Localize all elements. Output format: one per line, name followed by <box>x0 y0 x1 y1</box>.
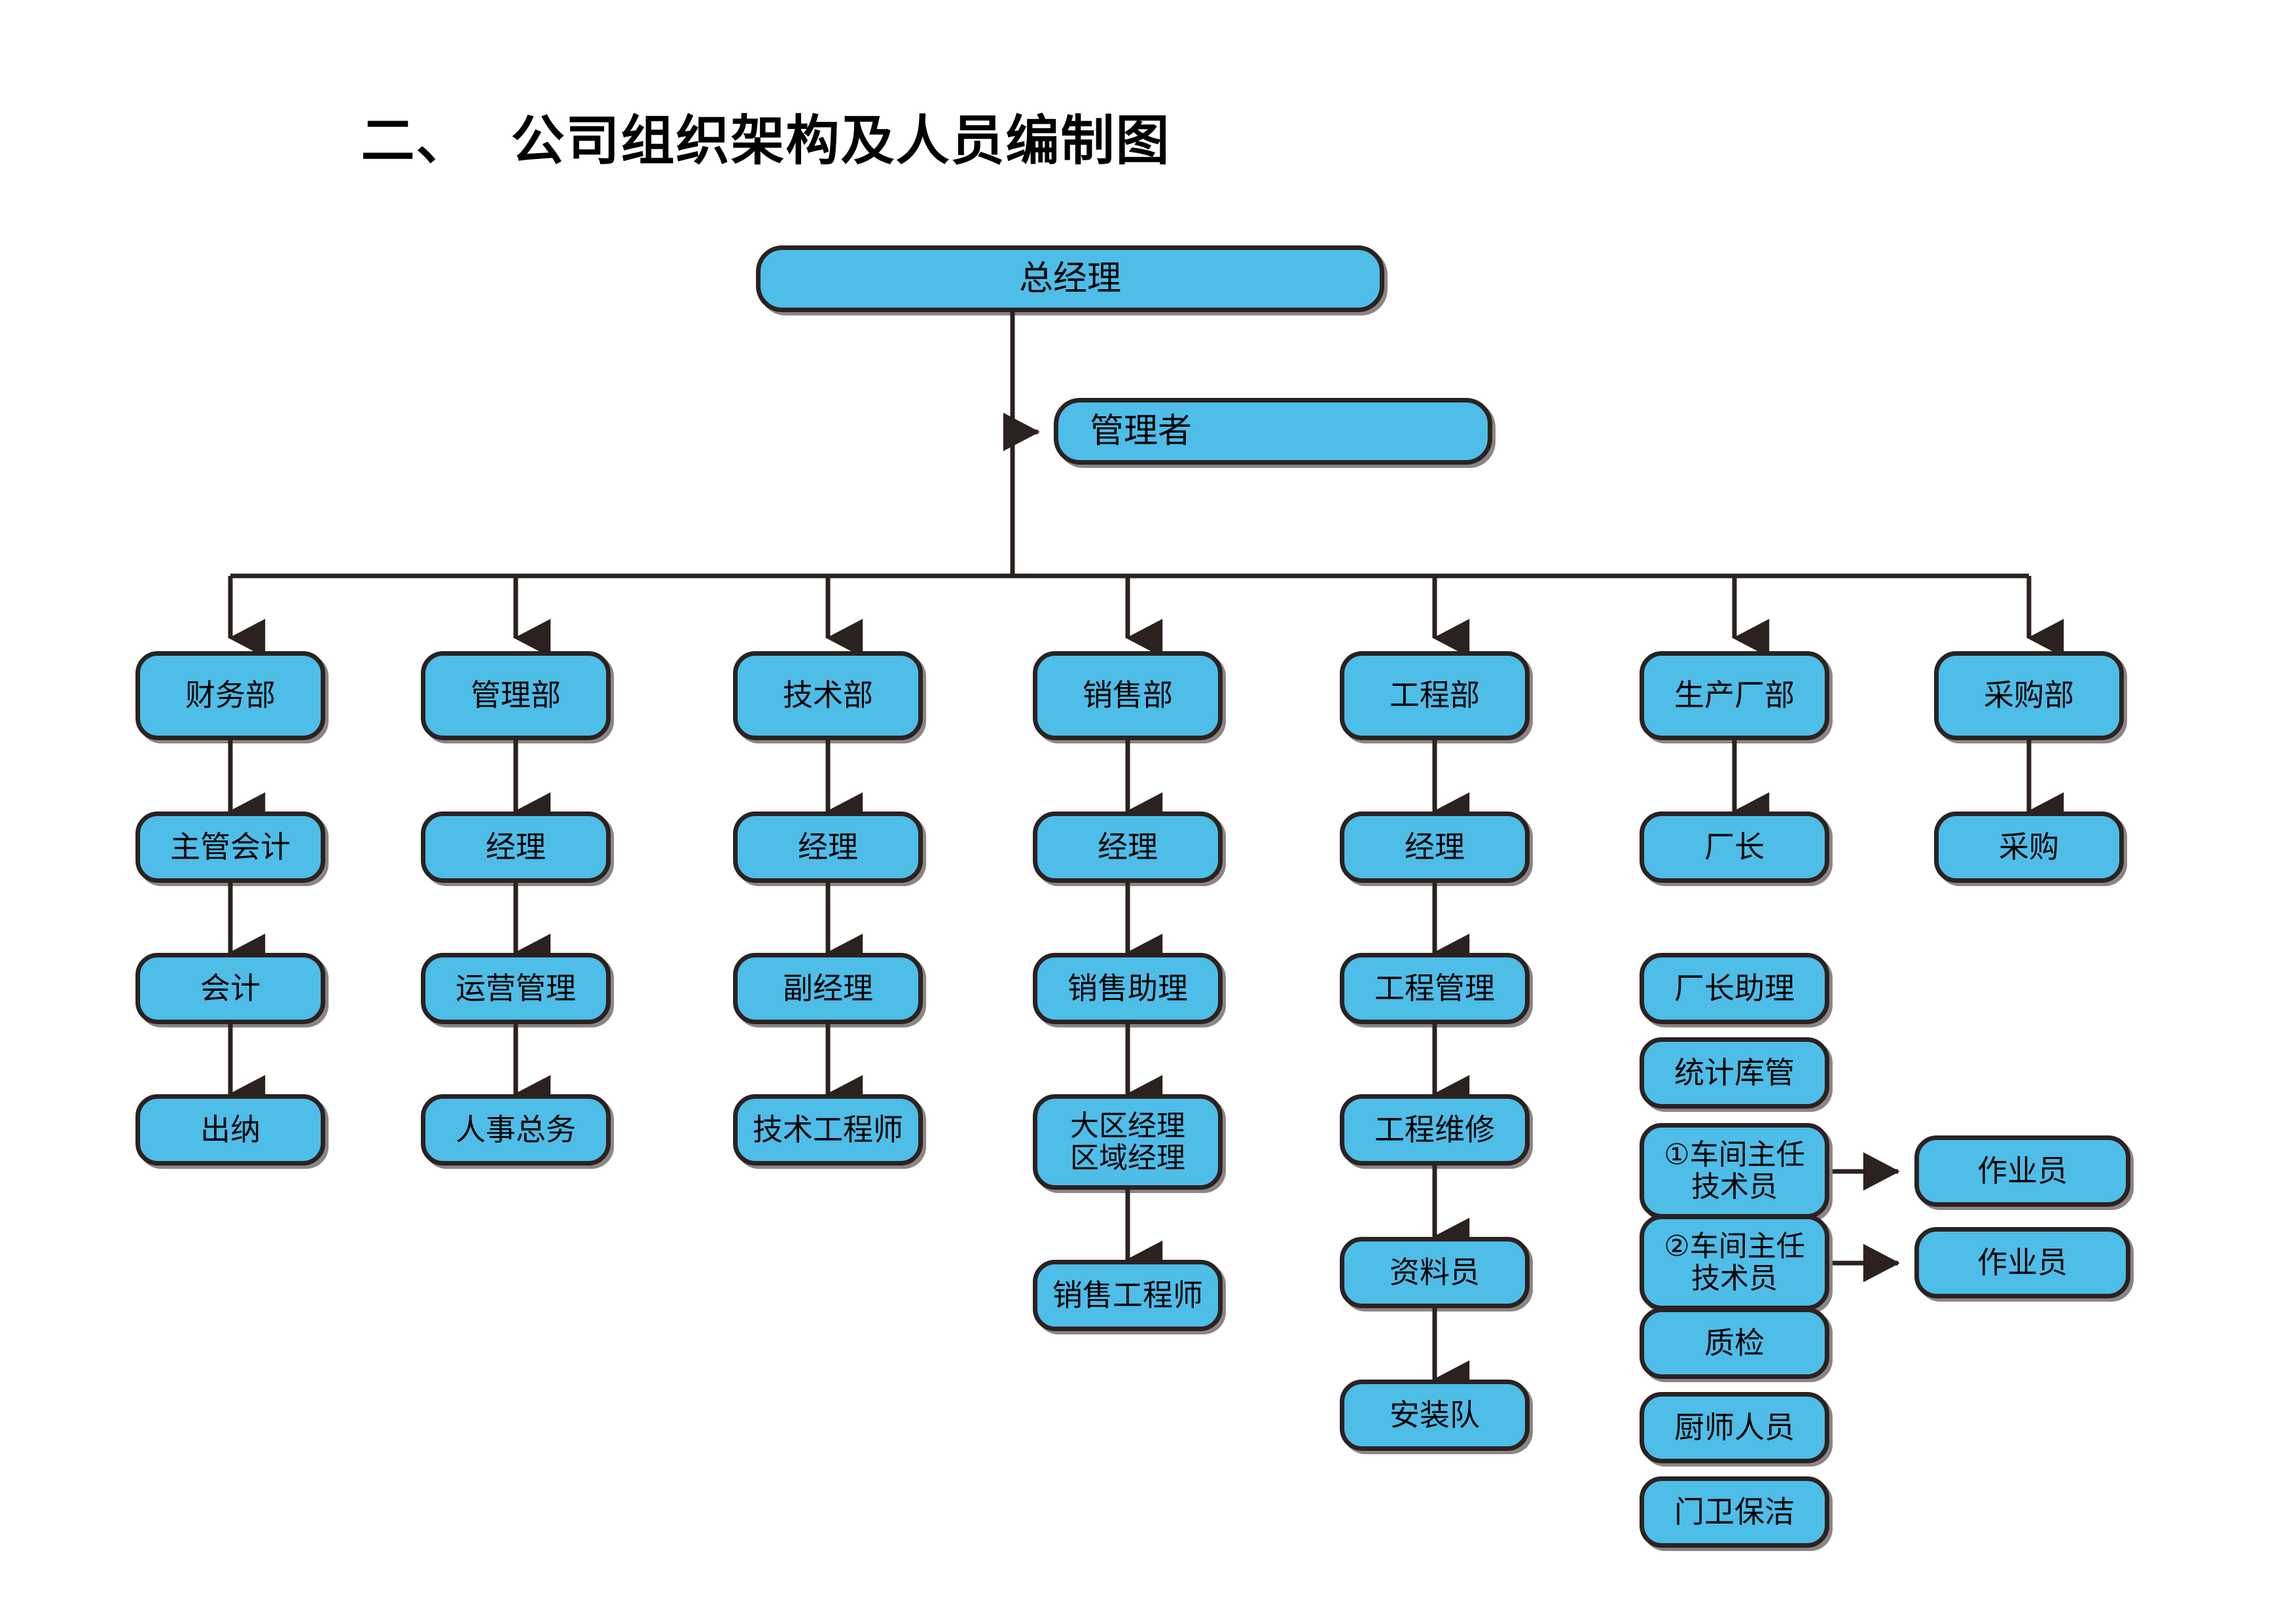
node-label: 工程维修 <box>1374 1111 1495 1147</box>
node-sales-manager[interactable]: 经理 <box>1033 812 1223 883</box>
node-label: 销售工程师 <box>1052 1277 1203 1313</box>
node-department-finance[interactable]: 财务部 <box>135 651 325 740</box>
node-label: 安装队 <box>1390 1397 1480 1433</box>
node-production-kitchen-staff[interactable]: 厨师人员 <box>1640 1392 1829 1463</box>
node-label: 经理 <box>1405 829 1465 865</box>
node-label: 出纳 <box>200 1111 260 1147</box>
node-finance-chief-accountant[interactable]: 主管会计 <box>135 812 325 883</box>
node-label: 采购部 <box>1984 677 2074 713</box>
node-department-sales[interactable]: 销售部 <box>1033 651 1223 740</box>
node-engineering-document-clerk[interactable]: 资料员 <box>1340 1237 1530 1308</box>
node-label: ①车间主任 技术员 <box>1664 1137 1805 1204</box>
node-department-purchasing[interactable]: 采购部 <box>1934 651 2124 740</box>
node-production-security-cleaning[interactable]: 门卫保洁 <box>1640 1476 1829 1548</box>
node-label: 财务部 <box>185 677 276 713</box>
node-production-plant-director[interactable]: 厂长 <box>1640 812 1829 883</box>
node-production-statistics-warehouse[interactable]: 统计库管 <box>1640 1037 1829 1109</box>
node-label: 工程管理 <box>1374 970 1495 1006</box>
node-operator-2[interactable]: 作业员 <box>1914 1227 2130 1298</box>
node-label: 作业员 <box>1977 1244 2068 1280</box>
node-sales-assistant[interactable]: 销售助理 <box>1033 953 1223 1024</box>
node-label: 厂长助理 <box>1674 970 1795 1006</box>
node-management-manager[interactable]: 经理 <box>421 812 611 883</box>
node-label: 作业员 <box>1977 1152 2068 1188</box>
node-engineering-manager[interactable]: 经理 <box>1340 812 1530 883</box>
node-label: 大区经理 区域经理 <box>1070 1109 1185 1175</box>
node-label: 资料员 <box>1390 1254 1480 1290</box>
node-label: 销售助理 <box>1067 970 1188 1006</box>
node-operator-1[interactable]: 作业员 <box>1914 1135 2130 1207</box>
node-engineering-project-management[interactable]: 工程管理 <box>1340 953 1530 1024</box>
node-technical-deputy-manager[interactable]: 副经理 <box>733 953 923 1024</box>
node-sales-engineer[interactable]: 销售工程师 <box>1033 1260 1223 1331</box>
node-technical-engineer[interactable]: 技术工程师 <box>733 1094 923 1166</box>
node-production-workshop-director-2[interactable]: ②车间主任 技术员 <box>1640 1215 1829 1310</box>
node-technical-manager[interactable]: 经理 <box>733 812 923 883</box>
node-label: 副经理 <box>783 970 873 1006</box>
node-label: 厨师人员 <box>1674 1409 1795 1445</box>
node-label: 管理者 <box>1090 411 1193 451</box>
node-label: 门卫保洁 <box>1674 1493 1795 1529</box>
node-finance-accountant[interactable]: 会计 <box>135 953 325 1024</box>
node-department-technical[interactable]: 技术部 <box>733 651 923 740</box>
node-label: 销售部 <box>1083 677 1173 713</box>
node-label: 经理 <box>798 829 858 865</box>
node-finance-cashier[interactable]: 出纳 <box>135 1094 325 1166</box>
node-label: 主管会计 <box>170 829 291 865</box>
node-department-management[interactable]: 管理部 <box>421 651 611 740</box>
node-label: 经理 <box>486 829 546 865</box>
node-label: 质检 <box>1704 1325 1765 1361</box>
node-department-engineering[interactable]: 工程部 <box>1340 651 1530 740</box>
node-sales-regional-manager[interactable]: 大区经理 区域经理 <box>1033 1094 1223 1190</box>
node-label: 统计库管 <box>1674 1054 1795 1090</box>
node-label: 管理部 <box>471 677 561 713</box>
node-production-workshop-director-1[interactable]: ①车间主任 技术员 <box>1640 1123 1829 1219</box>
node-general-manager[interactable]: 总经理 <box>756 245 1384 312</box>
node-label: 采购 <box>1999 829 2059 865</box>
node-label: 总经理 <box>1018 259 1121 298</box>
node-label: 工程部 <box>1390 677 1480 713</box>
node-purchasing-buyer[interactable]: 采购 <box>1934 812 2124 883</box>
node-label: 会计 <box>200 970 260 1006</box>
page-title: 二、 公司组织架构及人员编制图 <box>361 110 1171 172</box>
node-management-operations[interactable]: 运营管理 <box>421 953 611 1024</box>
node-manager[interactable]: 管理者 <box>1054 398 1492 465</box>
node-engineering-installation-team[interactable]: 安装队 <box>1340 1380 1530 1451</box>
node-label: 运营管理 <box>456 970 576 1006</box>
node-production-director-assistant[interactable]: 厂长助理 <box>1640 953 1829 1024</box>
node-label: 技术工程师 <box>753 1111 903 1147</box>
node-engineering-maintenance[interactable]: 工程维修 <box>1340 1094 1530 1166</box>
node-department-production[interactable]: 生产厂部 <box>1640 651 1829 740</box>
node-management-hr-admin[interactable]: 人事总务 <box>421 1094 611 1166</box>
node-label: 厂长 <box>1704 829 1765 865</box>
node-label: 技术部 <box>783 677 873 713</box>
node-label: 人事总务 <box>456 1111 576 1147</box>
node-label: 生产厂部 <box>1674 677 1795 713</box>
node-label: 经理 <box>1098 829 1158 865</box>
node-label: ②车间主任 技术员 <box>1664 1229 1805 1295</box>
node-production-quality-inspection[interactable]: 质检 <box>1640 1308 1829 1379</box>
